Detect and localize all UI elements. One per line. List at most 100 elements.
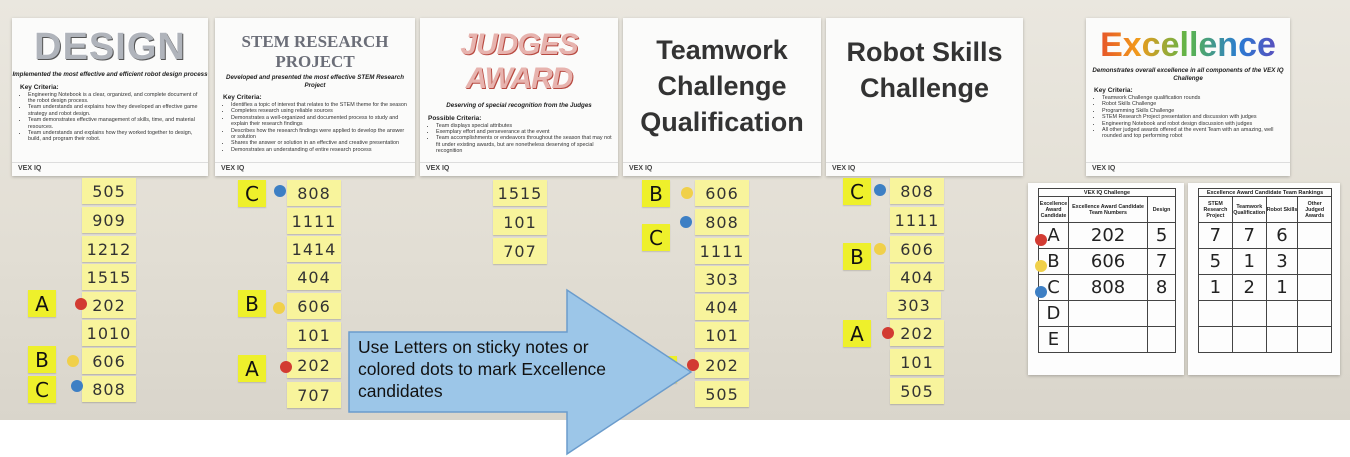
stem-rank-cell: 1 (1198, 274, 1233, 301)
sticky-note-team: 505 (695, 381, 749, 407)
poster-footer: VEX IQ (215, 162, 415, 173)
teamwork-rank-cell: 1 (1231, 248, 1267, 275)
red-dot (280, 361, 292, 373)
sticky-note-team: 101 (695, 322, 749, 348)
callout-arrow-icon (348, 288, 693, 456)
design-criteria-heading: Key Criteria: (20, 83, 59, 91)
column-header: Excellence Award Candidate (1038, 196, 1069, 223)
poster-footer: VEX IQ (623, 162, 821, 173)
table-row: D (1038, 300, 1176, 327)
sticky-note-team: 606 (695, 180, 749, 206)
vex-logo: VEX IQ (426, 164, 450, 172)
vex-logo: VEX IQ (832, 164, 856, 172)
criteria-item: Programming Skills Challenge (1102, 108, 1284, 114)
blue-dot (71, 380, 83, 392)
sticky-note-team: 505 (890, 378, 944, 404)
poster-footer: VEX IQ (420, 162, 618, 173)
yellow-dot (681, 187, 693, 199)
vex-logo: VEX IQ (1092, 164, 1116, 172)
stem-research-poster: STEM RESEARCH PROJECT Developed and pres… (215, 18, 415, 176)
sheet-caption: VEX IQ Challenge (1038, 188, 1176, 197)
sticky-note-team: 303 (695, 266, 749, 292)
blue-dot (680, 216, 692, 228)
sticky-note-team: 1414 (287, 236, 341, 262)
candidate-letter-c: C (843, 178, 871, 205)
candidate-letter-b: B (238, 290, 266, 317)
table-row: 5 1 3 (1198, 248, 1332, 275)
candidate-letter-cell: E (1038, 326, 1069, 353)
sticky-note-team: 707 (287, 382, 341, 408)
sticky-note-team: 202 (890, 320, 944, 346)
sticky-note-team: 1111 (287, 208, 341, 234)
design-poster-title: DESIGN (34, 26, 186, 68)
column-header: Robot Skills (1265, 196, 1299, 223)
table-row (1198, 300, 1332, 327)
sticky-note-team: 202 (82, 292, 136, 318)
excellence-award-poster: Excellence Demonstrates overall excellen… (1086, 18, 1290, 176)
criteria-item: Team understands and explains how they w… (28, 130, 202, 143)
design-rank-cell: 8 (1147, 274, 1176, 301)
other-awards-cell (1297, 326, 1332, 353)
sticky-note-team: 1010 (82, 320, 136, 346)
team-number-cell: 808 (1067, 274, 1149, 301)
red-dot (1035, 234, 1047, 246)
excellence-poster-subtitle: Demonstrates overall excellence in all c… (1092, 67, 1284, 82)
design-rank-cell (1147, 300, 1176, 327)
criteria-item: Demonstrates an understanding of entire … (231, 147, 409, 153)
sticky-note-team: 606 (82, 348, 136, 374)
candidate-letter-b: B (28, 346, 56, 373)
criteria-item: Engineering Notebook is a clear, organiz… (28, 92, 202, 105)
criteria-item: Engineering Notebook and robot design di… (1102, 121, 1284, 127)
candidate-letter-c: C (642, 224, 670, 251)
sticky-note-team: 101 (287, 322, 341, 348)
criteria-item: Team demonstrates effective management o… (28, 117, 202, 130)
stem-rank-cell (1198, 326, 1233, 353)
criteria-item: Exemplary effort and perseverance at the… (436, 129, 612, 135)
sticky-note-team: 404 (695, 294, 749, 320)
criteria-item: Team understands and explains how they d… (28, 104, 202, 117)
blue-dot (874, 184, 886, 196)
teamwork-rank-cell: 7 (1231, 222, 1267, 249)
skills-rank-cell (1265, 300, 1299, 327)
candidate-letter-cell: D (1038, 300, 1069, 327)
other-awards-cell (1297, 248, 1332, 275)
judges-poster-subtitle: Deserving of special recognition from th… (446, 102, 592, 109)
skills-rank-cell: 1 (1265, 274, 1299, 301)
table-row: A 202 5 (1038, 222, 1176, 249)
poster-footer: VEX IQ (826, 162, 1023, 173)
stem-rank-cell: 7 (1198, 222, 1233, 249)
red-dot (75, 298, 87, 310)
table-row: 7 7 6 (1198, 222, 1332, 249)
sticky-note-team: 808 (695, 209, 749, 235)
sticky-note-team: 404 (287, 264, 341, 290)
criteria-item: STEM Research Project presentation and d… (1102, 114, 1284, 120)
design-criteria-list: Engineering Notebook is a clear, organiz… (28, 92, 202, 143)
vex-logo: VEX IQ (18, 164, 42, 172)
yellow-dot (874, 243, 886, 255)
design-award-poster: DESIGN Implemented the most effective an… (12, 18, 208, 176)
candidate-letter-a: A (843, 320, 871, 347)
blue-dot (1035, 286, 1047, 298)
red-dot (882, 327, 894, 339)
criteria-item: Identifies a topic of interest that rela… (231, 102, 409, 108)
other-awards-cell (1297, 300, 1332, 327)
sticky-note-team: 404 (890, 264, 944, 290)
candidate-table: VEX IQ Challenge Excellence Award Candid… (1038, 188, 1176, 353)
teamwork-title-line: Qualification (640, 107, 804, 137)
sheet-caption: Excellence Award Candidate Team Rankings (1198, 188, 1332, 197)
criteria-item: Demonstrates a well-organized and docume… (231, 115, 409, 128)
column-header: Design (1147, 196, 1176, 223)
vex-logo: VEX IQ (629, 164, 653, 172)
table-row: E (1038, 326, 1176, 353)
team-number-cell: 202 (1067, 222, 1149, 249)
sticky-note-team: 707 (493, 238, 547, 264)
blue-dot (274, 185, 286, 197)
candidate-letter-a: A (238, 355, 266, 382)
criteria-item: Describes how the research findings were… (231, 128, 409, 141)
design-rank-cell: 7 (1147, 248, 1176, 275)
table-row: C 808 8 (1038, 274, 1176, 301)
teamwork-title-line: Teamwork (656, 35, 788, 65)
criteria-item: Completes research using reliable source… (231, 108, 409, 114)
candidate-letter-c: C (28, 376, 56, 403)
rankings-sheet: Excellence Award Candidate Team Rankings… (1188, 183, 1340, 375)
